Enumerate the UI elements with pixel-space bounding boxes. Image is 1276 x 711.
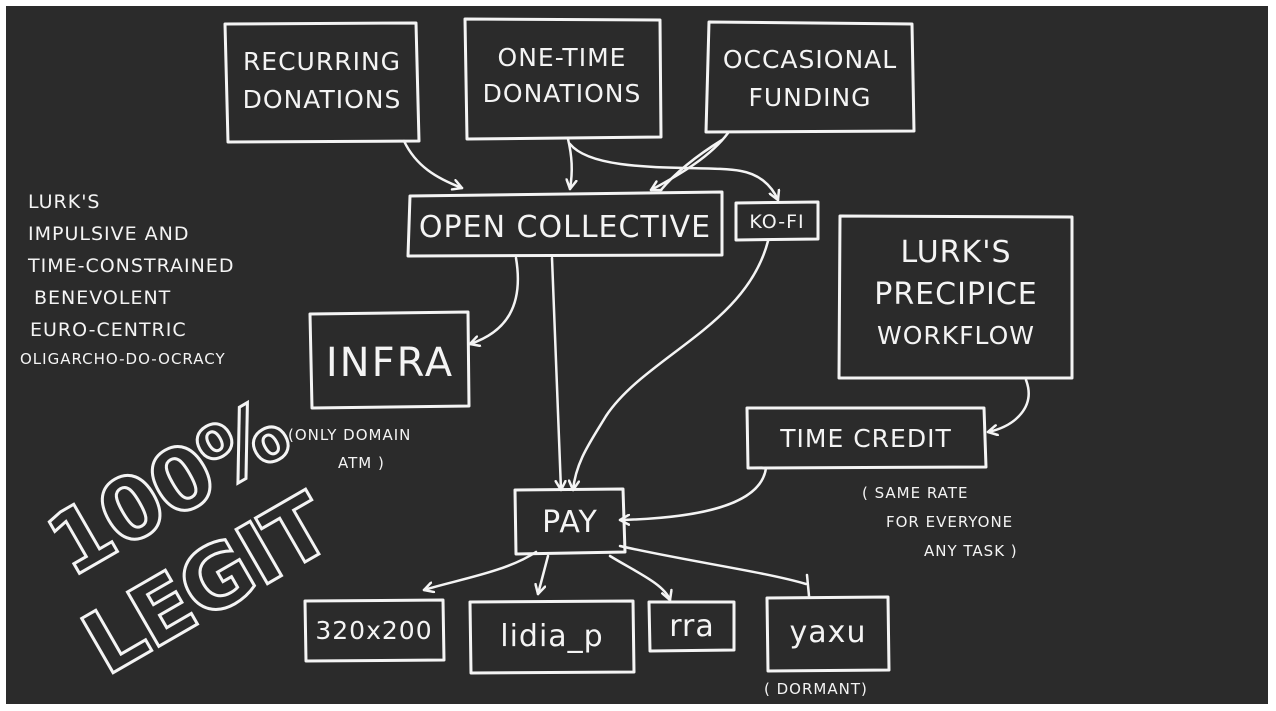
edge-recurring-to-open-collective [402,139,464,188]
time-credit-label: TIME CREDIT [779,424,951,453]
node-open-collective: OPEN COLLECTIVE [406,190,724,258]
node-recipient-320x200: 320x200 [303,598,446,663]
infra-note-line-1: (ONLY DOMAIN [288,426,411,444]
edge-open-collective-to-pay [550,256,561,492]
recipient-rra-label: rra [669,609,715,644]
node-pay: PAY [513,487,627,556]
infra-label: INFRA [326,340,454,386]
edge-pay-to-320x200 [422,550,538,590]
yaxu-dormant-note: ( DORMANT) [764,680,868,698]
precipice-line-2: PRECIPICE [874,277,1038,312]
edge-kofi-to-pay [573,239,770,492]
node-recipient-rra: rra [647,600,736,653]
node-recipient-yaxu: yaxu [765,595,891,673]
edges [402,131,1030,602]
edge-one-time-to-open-collective [568,137,572,191]
pay-label: PAY [542,505,598,540]
node-time-credit: TIME CREDIT [745,406,988,470]
node-recurring-donations: RECURRING DONATIONS [223,21,421,144]
time-credit-note-line-3: ANY TASK ) [924,542,1018,560]
governance-line-2: IMPULSIVE AND [28,223,190,245]
node-recipient-lidia-p: lidia_p [468,599,636,675]
edge-pay-to-yaxu [618,544,808,586]
recurring-line-2: DONATIONS [243,85,402,114]
edge-pay-to-rra [608,554,670,602]
infra-note: (ONLY DOMAIN ATM ) [288,426,411,472]
governance-line-3: TIME-CONSTRAINED [27,255,234,277]
precipice-line-3: WORKFLOW [877,321,1035,350]
governance-line-4: BENEVOLENT [34,287,171,309]
recurring-line-1: RECURRING [243,47,401,76]
whiteboard: RECURRING DONATIONS ONE-TIME DONATIONS O… [6,6,1268,704]
one-time-line-1: ONE-TIME [498,43,627,72]
edge-occasional-secondary [659,138,724,192]
node-one-time-donations: ONE-TIME DONATIONS [463,17,663,141]
edge-pay-to-yaxu-stop [805,573,811,598]
node-precipice-workflow: LURK'S PRECIPICE WORKFLOW [837,214,1074,380]
one-time-line-2: DONATIONS [483,79,642,108]
governance-line-6: OLIGARCHO-DO-OCRACY [20,350,226,368]
precipice-line-1: LURK'S [901,235,1012,270]
infra-note-line-2: ATM ) [338,454,385,472]
occasional-line-1: OCCASIONAL [723,45,897,74]
edge-open-collective-to-infra [468,256,520,344]
edge-one-time-to-kofi [568,142,778,202]
edge-precipice-to-time-credit [986,378,1030,432]
node-kofi: KO-FI [734,200,820,242]
kofi-label: KO-FI [749,211,804,233]
time-credit-note-line-1: ( SAME RATE [862,484,968,502]
governance-line-5: EURO-CENTRIC [30,319,187,341]
governance-note: LURK'S IMPULSIVE AND TIME-CONSTRAINED BE… [20,191,234,368]
governance-line-1: LURK'S [28,191,101,213]
occasional-line-2: FUNDING [748,83,871,112]
open-collective-label: OPEN COLLECTIVE [419,210,711,245]
time-credit-note: ( SAME RATE FOR EVERYONE ANY TASK ) [862,484,1018,560]
edge-time-credit-to-pay [618,466,768,520]
recipient-yaxu-label: yaxu [790,615,867,650]
node-infra: INFRA [308,310,471,410]
time-credit-note-line-2: FOR EVERYONE [886,513,1013,531]
node-occasional-funding: OCCASIONAL FUNDING [704,20,916,134]
recipient-320x200-label: 320x200 [315,616,432,645]
recipient-lidia-p-label: lidia_p [500,619,603,654]
edge-pay-to-lidia-p [538,554,550,596]
flow-diagram: RECURRING DONATIONS ONE-TIME DONATIONS O… [20,17,1074,698]
